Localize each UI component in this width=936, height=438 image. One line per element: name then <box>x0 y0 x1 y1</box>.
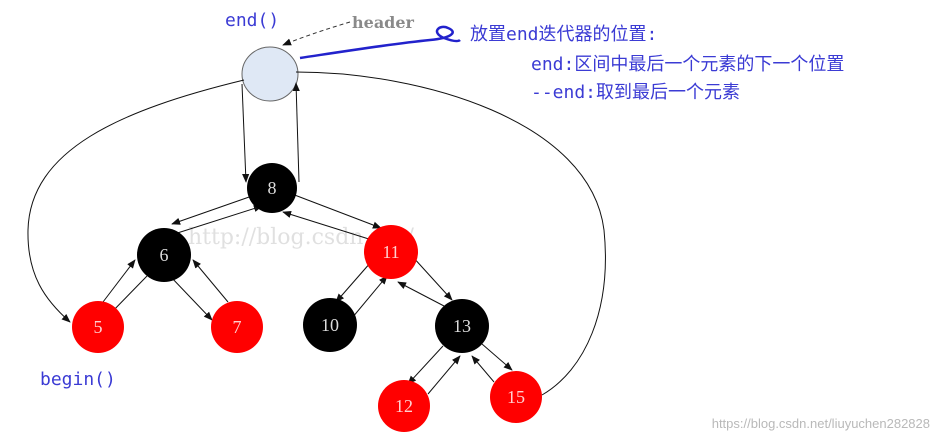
svg-text:6: 6 <box>160 245 169 265</box>
svg-text:10: 10 <box>321 315 339 335</box>
edge-11-to-13 <box>411 255 453 301</box>
source-watermark: https://blog.csdn.net/liuyuchen282828 <box>712 416 930 431</box>
edge-13-to-15 <box>481 343 513 371</box>
annotation-connector <box>299 25 461 60</box>
edge-7-to-6 <box>192 259 229 303</box>
end-function-label: end() <box>225 10 279 31</box>
header-node <box>241 46 299 102</box>
note-line-2: end:区间中最后一个元素的下一个位置 <box>531 54 844 75</box>
node-10: 10 <box>303 298 357 352</box>
node-11: 11 <box>364 225 418 279</box>
svg-text:7: 7 <box>233 317 242 337</box>
edge-header-to-leftmost <box>27 79 245 323</box>
node-13: 13 <box>435 299 489 353</box>
svg-text:13: 13 <box>453 316 471 336</box>
node-15: 15 <box>490 371 542 423</box>
edge-8-to-6 <box>171 195 253 225</box>
edge-5-to-6 <box>102 259 136 303</box>
edge-12-to-13 <box>427 355 461 395</box>
svg-text:8: 8 <box>268 178 277 198</box>
node-5: 5 <box>72 301 124 353</box>
edge-11-to-10 <box>335 261 372 303</box>
edge-6-to-8 <box>167 205 263 237</box>
edge-11-to-8 <box>282 210 373 241</box>
header-label: header <box>352 13 415 32</box>
node-8: 8 <box>247 163 297 213</box>
note-line-1: 放置end迭代器的位置: <box>470 24 657 45</box>
svg-text:12: 12 <box>395 396 413 416</box>
node-6: 6 <box>137 228 191 282</box>
edge-10-to-11 <box>351 275 388 319</box>
begin-function-label: begin() <box>40 369 116 390</box>
node-12: 12 <box>378 380 430 432</box>
svg-text:11: 11 <box>382 242 399 262</box>
node-7: 7 <box>211 301 263 353</box>
edge-header-to-root <box>241 83 250 183</box>
svg-text:15: 15 <box>507 387 525 407</box>
edge-8-to-11 <box>291 193 382 229</box>
edge-13-to-12 <box>407 345 444 385</box>
edge-6-to-7 <box>169 275 213 321</box>
header-pointer-dashed <box>282 21 351 46</box>
svg-text:5: 5 <box>94 317 103 337</box>
edge-root-to-header <box>292 82 300 183</box>
note-line-3: --end:取到最后一个元素 <box>531 82 740 103</box>
edge-13-to-11 <box>397 281 445 307</box>
edge-header-to-rightmost <box>295 71 606 396</box>
edge-15-to-13 <box>471 355 495 383</box>
